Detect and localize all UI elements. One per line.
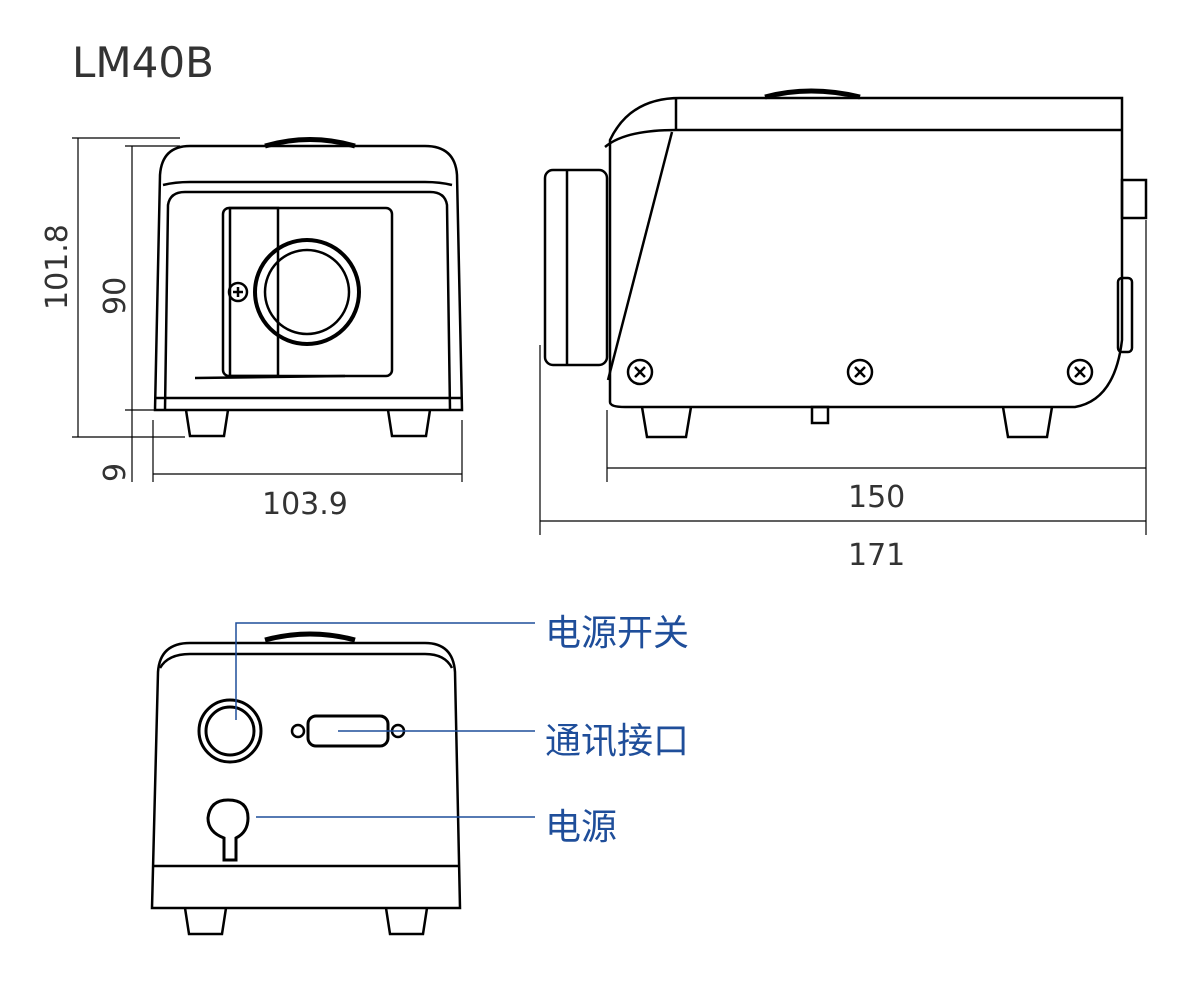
front-dimensions	[72, 137, 463, 482]
side-view	[543, 88, 1148, 439]
dim-body-height: 90	[98, 276, 133, 315]
dim-foot-height: 9	[98, 462, 133, 482]
callout-lines	[235, 622, 535, 818]
dim-total-length: 171	[848, 538, 906, 573]
dim-body-length: 150	[848, 480, 906, 515]
dim-total-height: 101.8	[40, 224, 75, 310]
side-dimensions	[539, 220, 1147, 535]
label-power-switch: 电源开关	[545, 613, 690, 654]
dim-width: 103.9	[262, 487, 348, 522]
label-power: 电源	[545, 807, 618, 848]
front-view	[153, 137, 464, 438]
model-title: LM40B	[72, 38, 214, 87]
label-comm-port: 通讯接口	[545, 721, 690, 762]
rear-view	[150, 631, 462, 936]
